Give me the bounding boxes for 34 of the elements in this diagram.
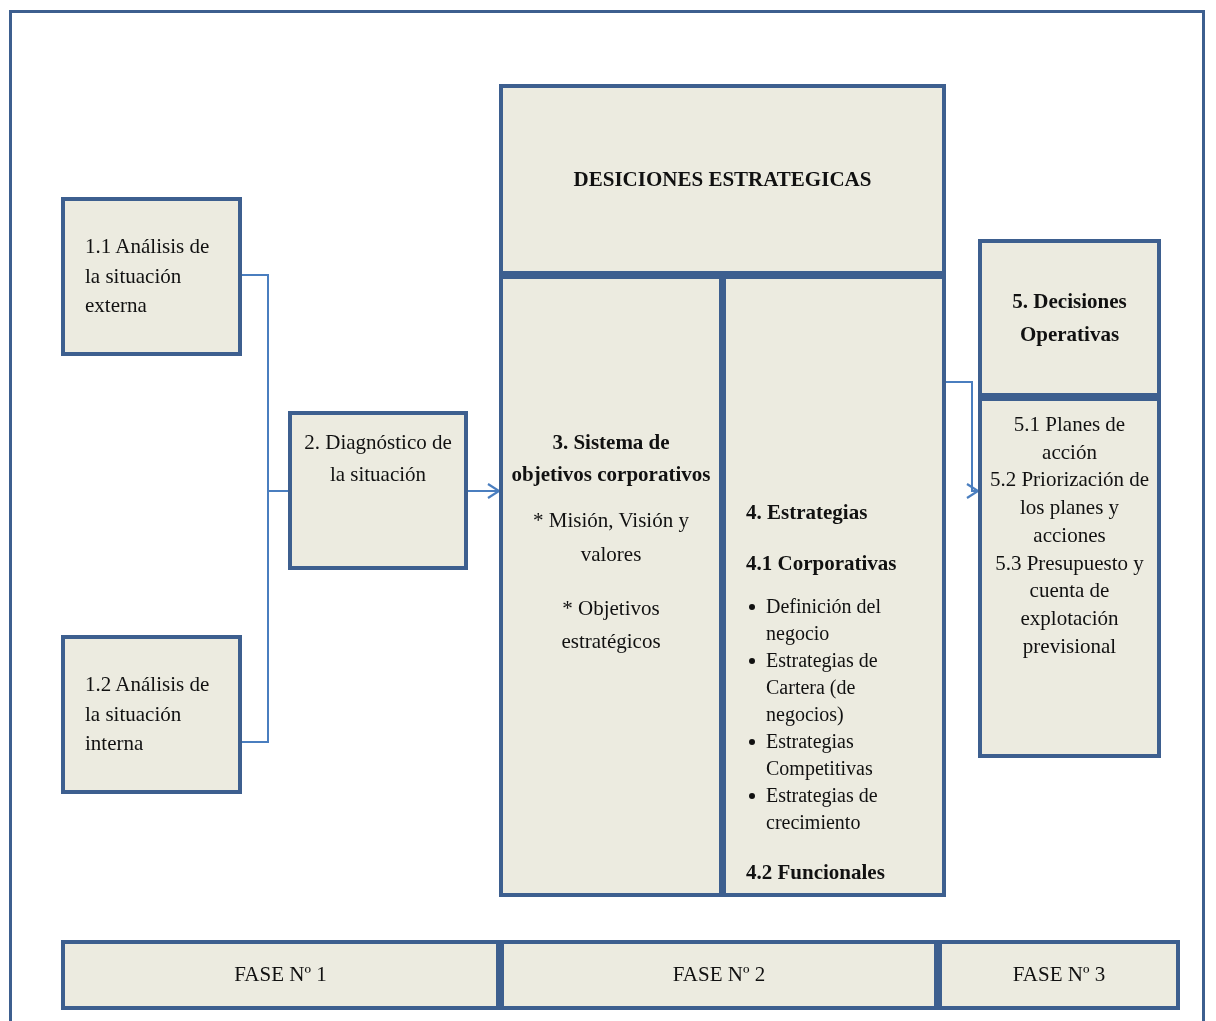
heading-text: 4. Estrategias	[746, 498, 869, 526]
label-text: 1.1 Análisis de la situación externa	[85, 233, 211, 320]
bullet-item: Estrategias Competitivas	[746, 727, 930, 782]
label-text: * Misión, Visión y valores	[532, 507, 690, 568]
label-text: 1.2 Análisis de la situación interna	[85, 671, 211, 758]
header-box	[978, 239, 1161, 397]
heading-text: DESICIONES ESTRATEGICAS	[573, 165, 872, 193]
bullet-item: Definición del negocio	[746, 592, 930, 647]
process-box	[61, 635, 242, 794]
heading-text: 4.1 Corporativas	[746, 550, 898, 578]
label-text: FASE Nº 2	[672, 961, 766, 989]
heading-text: 3. Sistema de objetivos corporativos	[511, 429, 711, 488]
connector-line	[241, 490, 289, 743]
label-text: 5.2 Priorización de los planes y acciones	[988, 466, 1151, 549]
label-text: * Objetivos estratégicos	[560, 594, 662, 656]
label-text: FASE Nº 1	[234, 961, 327, 989]
process-box	[978, 397, 1161, 758]
process-box	[288, 411, 468, 570]
header-box	[499, 84, 946, 275]
bullet-item: Estrategias de crecimiento	[746, 781, 930, 836]
label-text: FASE Nº 3	[1012, 961, 1106, 989]
process-box	[722, 275, 946, 897]
label-text: 5.1 Planes de acción	[1012, 411, 1127, 466]
label-text: 2. Diagnóstico de la situación	[303, 429, 453, 488]
phase-box	[938, 940, 1180, 1010]
arrow	[467, 482, 501, 500]
process-box	[61, 197, 242, 356]
heading-text: 5. Decisiones Operativas	[1011, 288, 1128, 348]
heading-text: 4.2 Funcionales	[746, 858, 886, 886]
bullet-item: Estrategias de Cartera (de negocios)	[746, 646, 930, 728]
phase-box	[61, 940, 500, 1010]
arrow	[945, 381, 980, 500]
process-box	[499, 275, 723, 897]
label-text: 5.3 Presupuesto y cuenta de explotación previsional	[994, 549, 1145, 660]
